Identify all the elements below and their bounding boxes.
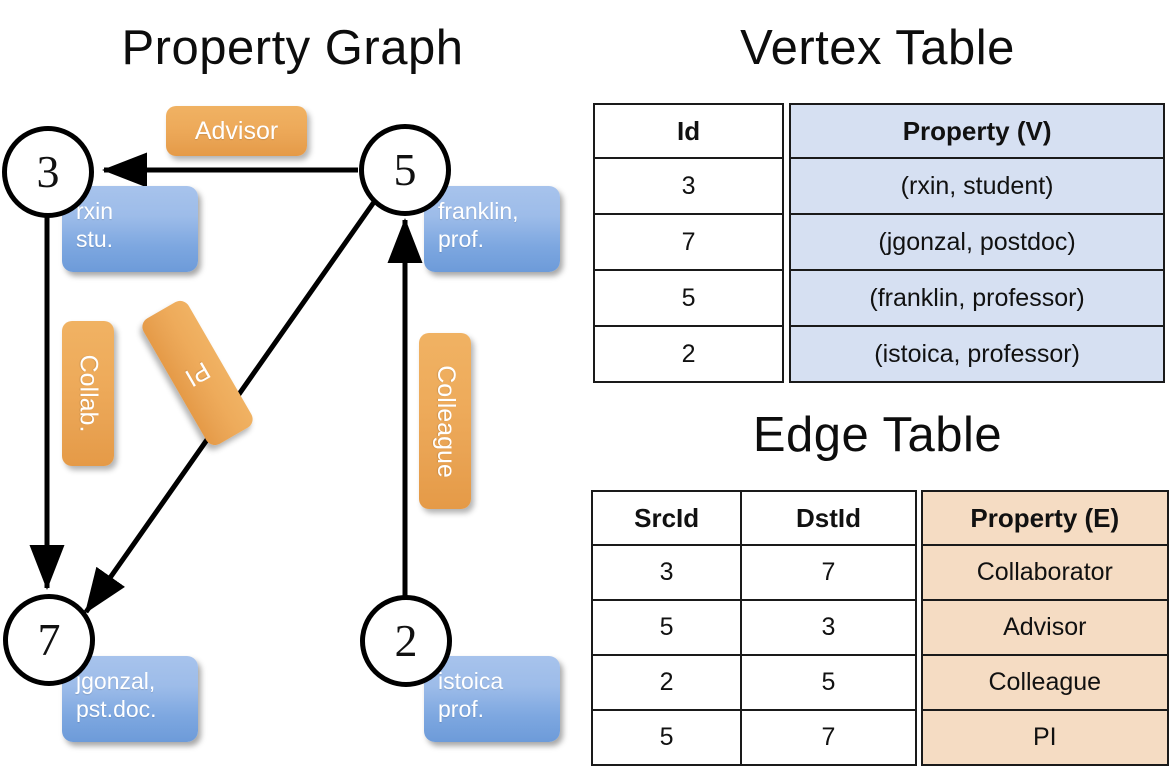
edge-table-title: Edge Table bbox=[752, 408, 1003, 462]
table-row: 5 7 PI bbox=[590, 709, 1170, 766]
vertex-row-1-property: (jgonzal, postdoc) bbox=[789, 213, 1165, 271]
edge-row-3-src: 5 bbox=[590, 709, 743, 766]
vertex-table-header-property: Property (V) bbox=[789, 103, 1165, 159]
edge-label-advisor-text: Advisor bbox=[194, 116, 279, 145]
edge-row-1-property: Advisor bbox=[920, 599, 1170, 656]
vertex-table-header-row: Id Property (V) bbox=[592, 103, 1165, 159]
vertex-box-jgonzal-line1: jgonzal, bbox=[76, 668, 156, 694]
vertex-box-franklin-line1: franklin, bbox=[438, 198, 519, 224]
vertex-row-2-gap bbox=[783, 270, 790, 326]
edge-table: SrcId DstId Property (E) 3 7 Collaborato… bbox=[590, 490, 1170, 766]
edge-label-collab: Collab. bbox=[62, 321, 114, 466]
graph-node-3[interactable]: 3 bbox=[2, 126, 94, 218]
vertex-box-jgonzal: jgonzal, pst.doc. bbox=[62, 656, 198, 742]
table-row: 2 5 Colleague bbox=[590, 654, 1170, 711]
graph-node-5-label: 5 bbox=[393, 144, 417, 195]
graph-node-2-label: 2 bbox=[394, 615, 418, 666]
table-row: 3 7 Collaborator bbox=[590, 544, 1170, 601]
table-row: 7 (jgonzal, postdoc) bbox=[592, 213, 1165, 271]
vertex-row-0-gap bbox=[783, 158, 790, 214]
edge-row-2-property: Colleague bbox=[920, 654, 1170, 711]
vertex-row-3-id: 2 bbox=[592, 325, 785, 383]
graph-node-2[interactable]: 2 bbox=[360, 595, 452, 687]
graph-node-5[interactable]: 5 bbox=[359, 124, 451, 216]
vertex-box-istoica: istoica prof. bbox=[424, 656, 560, 742]
edge-label-advisor: Advisor bbox=[166, 106, 307, 156]
vertex-box-rxin-line2: stu. bbox=[76, 226, 114, 253]
vertex-box-istoica-line2: prof. bbox=[438, 696, 485, 723]
graph-node-3-label: 3 bbox=[36, 146, 60, 197]
vertex-row-1-gap bbox=[783, 214, 790, 270]
edge-label-colleague-text: Colleague bbox=[431, 364, 460, 478]
vertex-box-rxin-line1: rxin bbox=[76, 198, 114, 224]
edge-table-header-dstid: DstId bbox=[740, 490, 917, 546]
edge-label-pi-text: PI bbox=[180, 355, 215, 392]
vertex-row-2-id: 5 bbox=[592, 269, 785, 327]
vertex-table-column-gap bbox=[783, 104, 790, 158]
vertex-box-istoica-line1: istoica bbox=[438, 668, 504, 694]
vertex-row-3-gap bbox=[783, 326, 790, 382]
vertex-table: Id Property (V) 3 (rxin, student) 7 (jgo… bbox=[592, 103, 1165, 383]
graph-node-7-label: 7 bbox=[37, 614, 61, 665]
edge-row-2-src: 2 bbox=[590, 654, 743, 711]
table-row: 5 (franklin, professor) bbox=[592, 269, 1165, 327]
edge-label-collab-text: Collab. bbox=[74, 354, 103, 433]
edge-row-0-src: 3 bbox=[590, 544, 743, 601]
edge-row-2-dst: 5 bbox=[740, 654, 917, 711]
edge-row-1-src: 5 bbox=[590, 599, 743, 656]
vertex-box-franklin: franklin, prof. bbox=[424, 186, 560, 272]
table-row: 2 (istoica, professor) bbox=[592, 325, 1165, 383]
vertex-table-title: Vertex Table bbox=[740, 21, 1015, 75]
edge-row-1-dst: 3 bbox=[740, 599, 917, 656]
vertex-table-header-id: Id bbox=[592, 103, 785, 159]
edge-row-3-property: PI bbox=[920, 709, 1170, 766]
vertex-row-1-id: 7 bbox=[592, 213, 785, 271]
vertex-row-2-property: (franklin, professor) bbox=[789, 269, 1165, 327]
graph-node-7[interactable]: 7 bbox=[3, 594, 95, 686]
edge-label-colleague: Colleague bbox=[419, 333, 471, 509]
vertex-box-franklin-line2: prof. bbox=[438, 226, 485, 253]
vertex-box-jgonzal-line2: pst.doc. bbox=[76, 696, 157, 723]
vertex-row-3-property: (istoica, professor) bbox=[789, 325, 1165, 383]
vertex-row-0-property: (rxin, student) bbox=[789, 157, 1165, 215]
edge-table-header-row: SrcId DstId Property (E) bbox=[590, 490, 1170, 546]
edge-table-header-property: Property (E) bbox=[920, 490, 1170, 546]
vertex-row-0-id: 3 bbox=[592, 157, 785, 215]
edge-table-header-srcid: SrcId bbox=[590, 490, 743, 546]
table-row: 3 (rxin, student) bbox=[592, 157, 1165, 215]
property-graph-title: Property Graph bbox=[121, 21, 464, 75]
edge-row-3-dst: 7 bbox=[740, 709, 917, 766]
table-row: 5 3 Advisor bbox=[590, 599, 1170, 656]
edge-row-0-dst: 7 bbox=[740, 544, 917, 601]
edge-row-0-property: Collaborator bbox=[920, 544, 1170, 601]
